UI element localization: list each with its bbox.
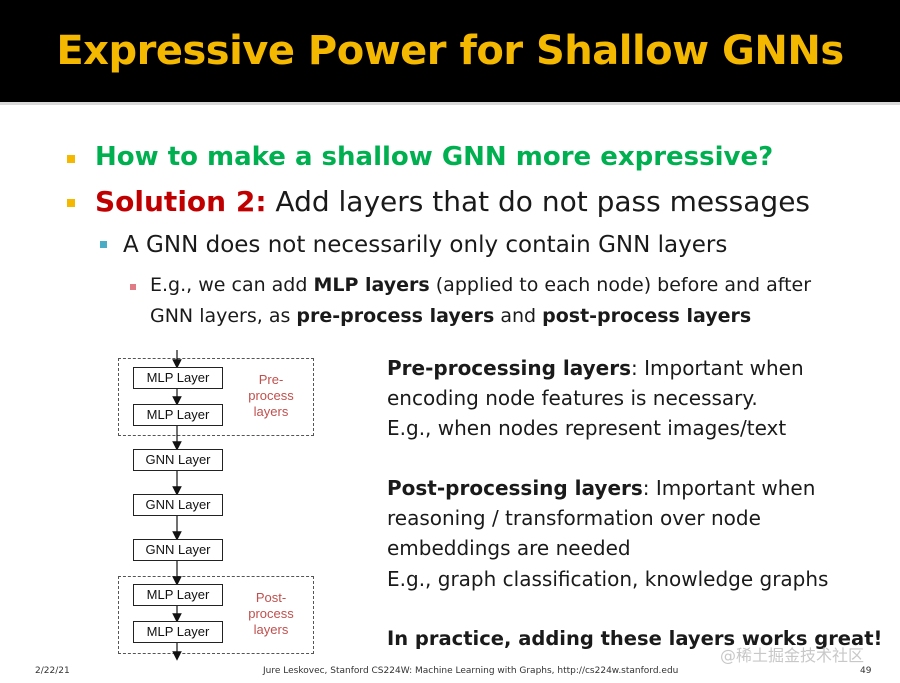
text-span: : Important when [631,356,804,380]
gnn-layer-box: GNN Layer [133,494,223,516]
title-bar [0,0,900,102]
text-span: : Important when [642,476,816,500]
page-number: 49 [860,666,872,676]
pre-process-group [118,358,314,436]
sub-sub-bullet-square-icon [130,284,136,290]
mlp-layer-box: MLP Layer [133,367,223,389]
post-processing-example: E.g., graph classification, knowledge gr… [387,567,829,591]
post-process-group [118,576,314,654]
pre-process-bold: pre-process layers [296,305,495,327]
post-processing-title: Post-processing layers [387,476,643,500]
pre-processing-heading: Pre-processing layers: Important when [387,353,804,383]
question-text: How to make a shallow GNN more expressiv… [95,142,774,172]
bullet-question: How to make a shallow GNN more expressiv… [95,142,773,172]
label-line: Pre- [258,372,284,387]
pre-processing-title: Pre-processing layers [387,356,632,380]
post-processing-line2: reasoning / transformation over node [387,506,761,530]
mlp-layer-box: MLP Layer [133,404,223,426]
mlp-layer-box: MLP Layer [133,621,223,643]
label-line: process [248,606,294,621]
footer-credit: Jure Leskovec, Stanford CS224W: Machine … [263,666,679,676]
practice-statement: In practice, adding these layers works g… [387,627,883,650]
bullet-square-icon [67,155,75,163]
text-span: (applied to each node) before and after [429,274,812,296]
text-span: and [494,305,543,327]
title-underline [0,102,900,105]
label-line: layers [253,404,289,419]
pre-processing-line2: encoding node features is necessary. [387,386,758,410]
solution-label: Solution 2: [95,185,267,218]
slide-title: Expressive Power for Shallow GNNs [56,28,844,74]
pre-process-label: Pre- process layers [236,372,306,420]
post-process-label: Post- process layers [236,590,306,638]
mlp-layer-box: MLP Layer [133,584,223,606]
text-span: E.g., we can add [150,274,314,296]
sub-bullet-square-icon [100,241,107,248]
label-line: Post- [255,590,287,605]
sub-sub-bullet-line1: E.g., we can add MLP layers (applied to … [150,274,811,296]
text-span: GNN layers, as [150,305,297,327]
gnn-layer-box: GNN Layer [133,449,223,471]
footer-date: 2/22/21 [35,666,70,676]
mlp-layers-bold: MLP layers [313,274,430,296]
post-processing-line3: embeddings are needed [387,536,631,560]
solution-text: Add layers that do not pass messages [266,185,811,218]
sub-sub-bullet-line2: GNN layers, as pre-process layers and po… [150,305,751,327]
sub-bullet-text: A GNN does not necessarily only contain … [123,232,728,258]
pre-processing-example: E.g., when nodes represent images/text [387,416,787,440]
post-processing-heading: Post-processing layers: Important when [387,473,815,503]
post-process-bold: post-process layers [542,305,752,327]
label-line: process [248,388,294,403]
watermark: @稀土掘金技术社区 [720,646,865,665]
bullet-solution: Solution 2: Add layers that do not pass … [95,185,810,218]
bullet-square-icon [67,199,75,207]
label-line: layers [253,622,289,637]
gnn-layer-box: GNN Layer [133,539,223,561]
